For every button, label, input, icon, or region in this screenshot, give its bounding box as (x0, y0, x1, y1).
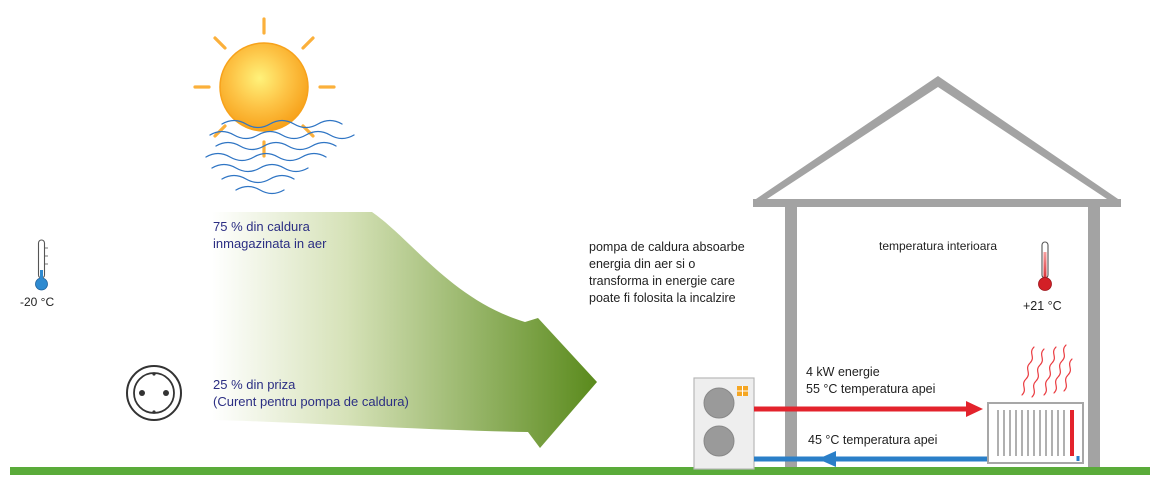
indoor-temperature-value: +21 °C (1023, 299, 1062, 313)
air-source-line-1: 75 % din caldura (213, 219, 310, 234)
heat-waves-icon (1021, 344, 1073, 398)
supply-energy-text: 4 kW energie (806, 365, 880, 379)
air-source-label: 75 % din caldura inmagazinata in aer (213, 218, 326, 252)
grid-source-line-2: (Curent pentru pompa de caldura) (213, 394, 409, 409)
pump-description-line-3: transforma in energie care (589, 274, 735, 288)
radiator-icon (987, 402, 1084, 464)
pump-description: pompa de caldura absoarbe energia din ae… (589, 239, 745, 307)
supply-temperature-text: 55 °C temperatura apei (806, 382, 936, 396)
supply-pipe-arrow (754, 401, 983, 417)
heat-pump-unit (693, 377, 755, 470)
ground-line (10, 467, 1150, 475)
air-source-line-2: inmagazinata in aer (213, 236, 327, 251)
grid-source-line-1: 25 % din priza (213, 377, 296, 392)
pump-description-line-2: energia din aer si o (589, 257, 696, 271)
energy-flow-arrow (212, 212, 597, 448)
supply-line-label: 4 kW energie 55 °C temperatura apei (806, 364, 935, 398)
outdoor-thermometer-icon (35, 239, 48, 291)
power-socket-icon (126, 365, 182, 421)
indoor-temperature-label: temperatura interioara (879, 239, 998, 253)
indoor-thermometer-icon (1038, 241, 1052, 291)
outdoor-temperature-value: -20 °C (20, 295, 55, 309)
air-waves-icon (205, 119, 355, 195)
return-line-label: 45 °C temperatura apei (808, 433, 938, 447)
pump-description-line-1: pompa de caldura absoarbe (589, 240, 745, 254)
house-outline (753, 76, 1121, 470)
sun-icon (193, 17, 336, 158)
pump-description-line-4: poate fi folosita la incalzire (589, 291, 736, 305)
grid-source-label: 25 % din priza (Curent pentru pompa de c… (213, 376, 409, 410)
